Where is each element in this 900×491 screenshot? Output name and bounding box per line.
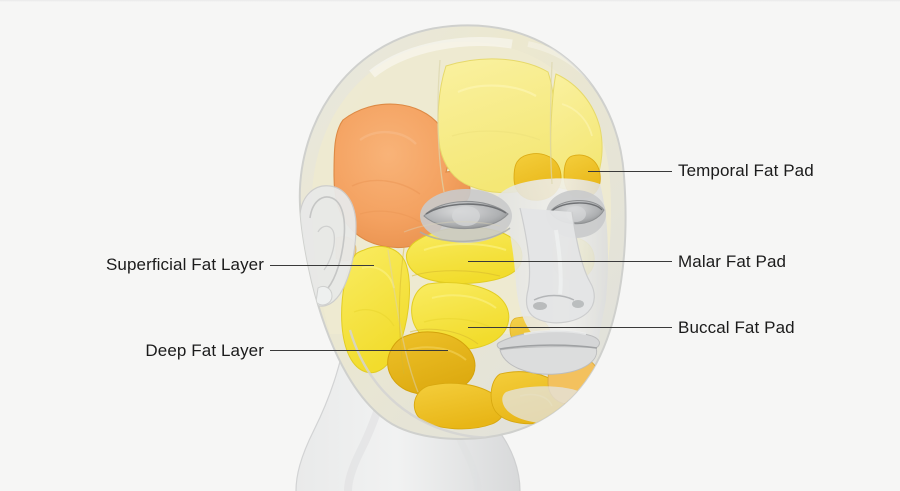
label-superficial-fat-layer: Superficial Fat Layer xyxy=(105,255,264,274)
label-malar-fat-pad: Malar Fat Pad xyxy=(678,252,787,271)
label-deep-fat-layer: Deep Fat Layer xyxy=(145,341,264,360)
deep-fat-layer-region xyxy=(387,331,476,396)
leader-line-deep-fat-layer xyxy=(270,350,448,351)
leader-line-buccal-fat-pad xyxy=(468,327,672,328)
eye-left xyxy=(419,189,512,243)
compartment-seams xyxy=(398,59,553,375)
leader-line-malar-fat-pad xyxy=(468,261,672,262)
top-edge-divider xyxy=(0,0,900,2)
nose xyxy=(519,207,595,324)
label-temporal-fat-pad: Temporal Fat Pad xyxy=(678,161,814,180)
label-buccal-fat-pad: Buccal Fat Pad xyxy=(678,318,795,337)
mouth xyxy=(496,329,600,375)
leader-line-temporal-fat-pad xyxy=(588,171,672,172)
leader-line-superficial-fat-layer xyxy=(270,265,374,266)
